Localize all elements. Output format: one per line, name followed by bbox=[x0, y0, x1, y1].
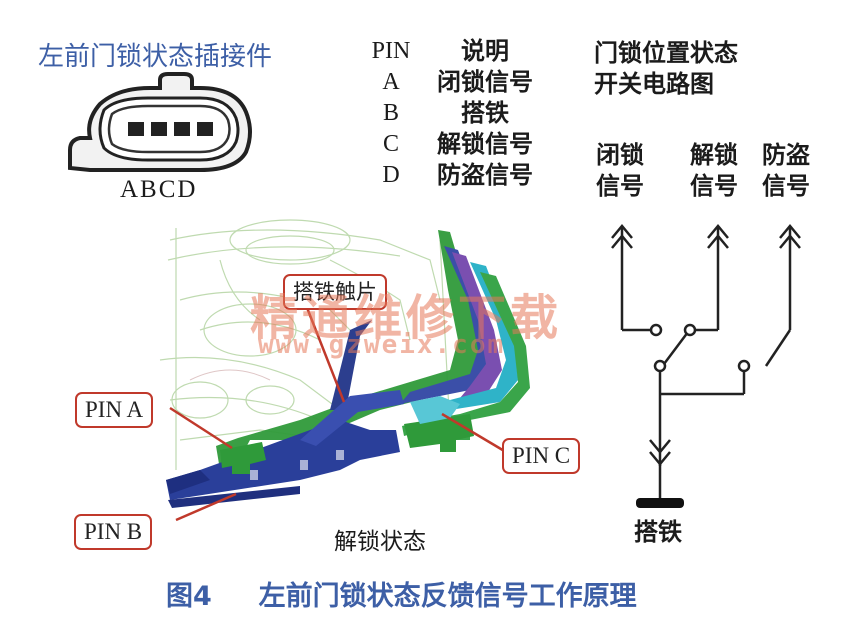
figure-caption-text: 左前门锁状态反馈信号工作原理 bbox=[258, 581, 637, 612]
connector-pins-label: ABCD bbox=[120, 176, 198, 203]
signal-label-lock: 闭锁 信号 bbox=[596, 141, 644, 200]
watermark-url: www.gzweix.com bbox=[258, 330, 506, 360]
connector-pin-c bbox=[174, 122, 190, 136]
switch-contact bbox=[683, 323, 697, 337]
figure-caption: 图4 左前门锁状态反馈信号工作原理 bbox=[166, 574, 637, 613]
connector-pin-b bbox=[151, 122, 167, 136]
pin-table-row: A 闭锁信号 bbox=[382, 68, 533, 96]
ground-bar bbox=[636, 498, 684, 508]
connector-pin-a bbox=[128, 122, 144, 136]
pin-table-header-pin: PIN bbox=[371, 38, 411, 64]
switch-contact bbox=[649, 323, 663, 337]
signal-label-antitheft: 防盗 信号 bbox=[762, 141, 810, 200]
pin-table-row: C 解锁信号 bbox=[382, 130, 533, 158]
pin-table: PIN 说明 A 闭锁信号 B 搭铁 C 解锁信号 D 防盗信号 bbox=[352, 36, 540, 191]
pin-c-label: PIN C bbox=[502, 438, 581, 474]
pin-table-header-desc: 说明 bbox=[461, 37, 509, 65]
pin-table-row: D 防盗信号 bbox=[382, 161, 533, 189]
watermark-title: 精通维修下载 bbox=[250, 290, 563, 346]
pin-a-label: PIN A bbox=[75, 392, 154, 428]
switch-contact bbox=[737, 359, 751, 373]
signal-label-unlock: 解锁 信号 bbox=[690, 141, 738, 200]
pin-b-label: PIN B bbox=[74, 514, 153, 550]
ground-label: 搭铁 bbox=[634, 518, 682, 546]
connector-pin-d bbox=[197, 122, 213, 136]
state-caption: 解锁状态 bbox=[334, 529, 426, 555]
figure-number: 图4 bbox=[166, 581, 212, 612]
switch-diagram-title: 门锁位置状态 开关电路图 bbox=[594, 39, 738, 98]
pin-table-row: B 搭铁 bbox=[382, 99, 509, 127]
connector-title: 左前门锁状态插接件 bbox=[38, 42, 273, 72]
switch-contact bbox=[653, 359, 667, 373]
ground-contact-callout: 搭铁触片 bbox=[283, 274, 387, 310]
